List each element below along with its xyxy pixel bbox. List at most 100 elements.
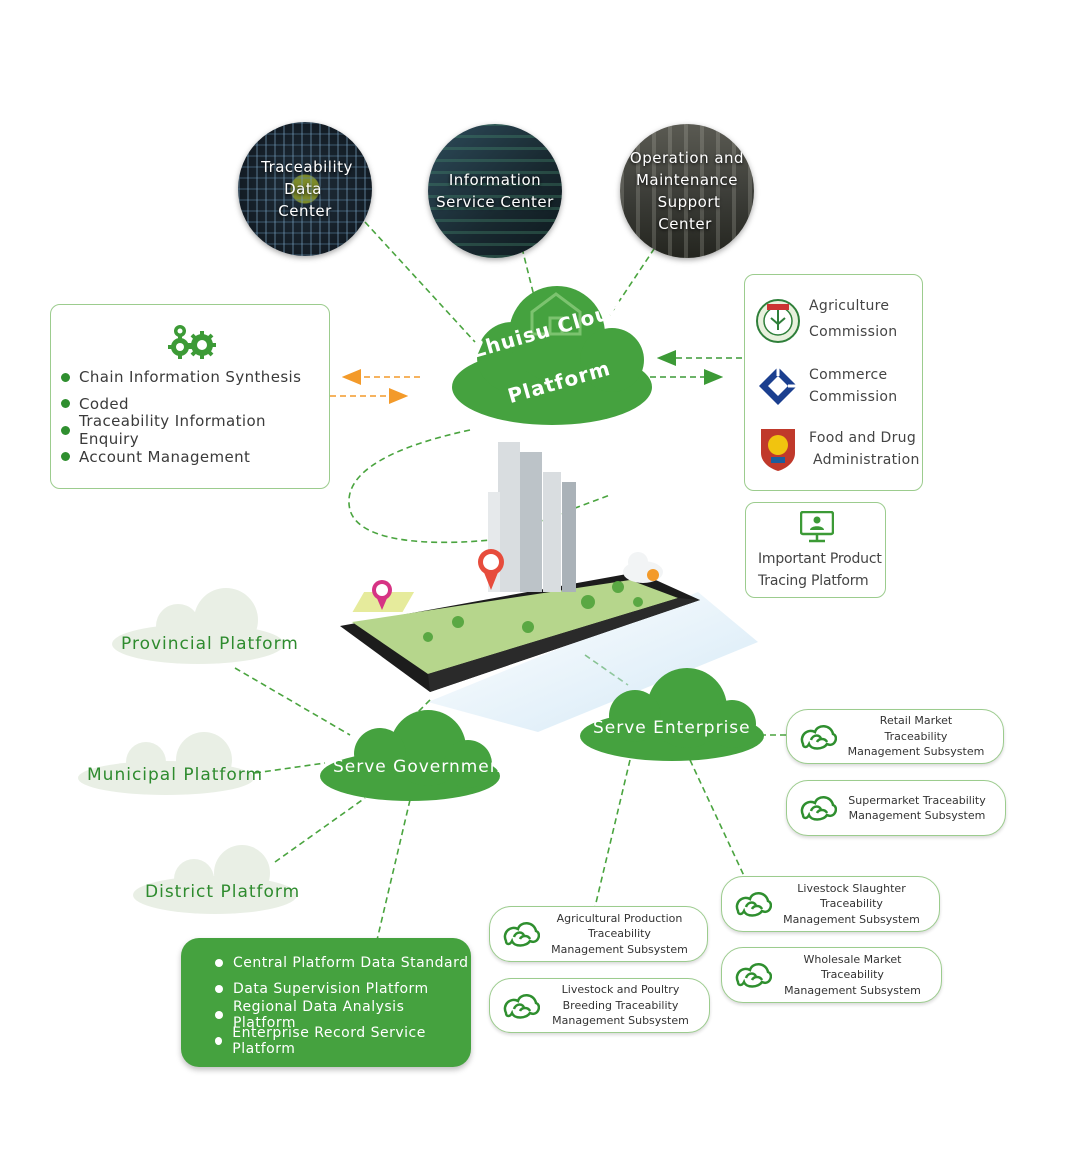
feature-label: Coded — [79, 394, 129, 413]
data-center-label-1: Traceability Data — [261, 158, 353, 198]
commission-label-2: Commission — [809, 324, 898, 340]
tracing-label-2: Tracing Platform — [758, 573, 869, 589]
commission-label-2: Administration — [813, 452, 920, 468]
link-info-center — [521, 247, 536, 301]
subsystem-label: Management Subsystem — [783, 912, 920, 926]
subsystem-label: Traceability — [588, 927, 651, 941]
subsystem-label: Retail Market — [879, 714, 953, 728]
link-om-center — [609, 239, 661, 316]
bullet — [215, 1011, 223, 1019]
subsystem-label: Management Subsystem — [784, 983, 921, 997]
gov-service-item: Enterprise Record Service Platform — [215, 1025, 471, 1057]
link-agri — [594, 759, 631, 908]
link-provincial — [234, 667, 351, 736]
gov-service-item: Regional Data Analysis Platform — [215, 999, 471, 1031]
data-center-label-2: Center — [278, 202, 332, 220]
cloud-logo-icon — [800, 724, 837, 750]
link-gov-services — [376, 799, 411, 941]
link-municipal — [254, 762, 326, 774]
commission-label-1: Agriculture — [809, 298, 890, 314]
gov-service-label: Regional Data Analysis Platform — [232, 999, 405, 1031]
subsystem-label: Traceability — [884, 729, 948, 743]
subsystem-label: Management Subsystem — [552, 1014, 689, 1028]
municipal-platform-label: Municipal Platform — [87, 765, 264, 785]
bullet — [215, 1037, 223, 1045]
smart-city-phone-illustration — [340, 442, 758, 732]
bullet — [61, 399, 70, 409]
district-platform-label: District Platform — [145, 882, 301, 902]
feature-label: Traceability Information Enquiry — [79, 412, 266, 449]
commission-label-1: Commerce — [809, 367, 888, 383]
feature-item: Traceability Information Enquiry — [61, 412, 329, 448]
cloud-logo-icon — [800, 796, 837, 821]
serve-enterprise-label: Serve Enterprise — [593, 718, 751, 738]
home-icon — [530, 292, 582, 336]
subsystem-label: Supermarket Traceability — [848, 793, 986, 807]
link-district — [274, 797, 366, 863]
serve-government-label: Serve Government — [333, 757, 510, 777]
serve-government-cloud — [320, 710, 500, 801]
agriculture-emblem-icon — [756, 299, 800, 343]
bullet — [61, 372, 70, 382]
subsystem-label: Livestock Slaughter — [797, 881, 906, 895]
bullet — [61, 452, 70, 462]
gov-service-label: Data Supervision Platform — [233, 981, 429, 997]
subsystem-label: Agricultural Production — [556, 911, 683, 925]
bullet — [215, 985, 223, 993]
municipal-cloud — [78, 732, 254, 795]
subsystem-label: Management Subsystem — [551, 942, 688, 956]
wifi-cloud-icon — [623, 552, 663, 583]
feature-item: Account Management — [61, 444, 329, 471]
gov-service-label: Enterprise Record Service Platform — [232, 1025, 426, 1057]
gears-icon — [166, 323, 218, 363]
features-box: Chain Information Synthesis Coded Tracea… — [50, 304, 330, 489]
subsystem-label: Traceability — [820, 897, 883, 911]
cloud-logo-icon — [503, 993, 540, 1019]
subsystem-label: Livestock and Poultry — [561, 983, 680, 997]
fda-emblem-icon — [761, 429, 795, 471]
feature-label: Account Management — [79, 447, 251, 466]
subsystem-label: Wholesale Market — [803, 952, 902, 966]
food-pin-icon — [372, 580, 392, 610]
provincial-platform-label: Provincial Platform — [121, 634, 299, 654]
cloud-logo-icon — [735, 892, 772, 917]
link-slaughter — [689, 759, 746, 879]
district-cloud — [133, 845, 297, 914]
bullet — [215, 959, 223, 967]
om-center-label-2: Maintenance — [635, 171, 739, 189]
cart-pin-icon — [478, 549, 504, 590]
government-services-box: Central Platform Data Standard Data Supe… — [181, 938, 471, 1067]
om-center-label-3: Support Center — [657, 193, 721, 233]
commerce-emblem-icon — [759, 367, 797, 405]
gov-service-item: Data Supervision Platform — [215, 976, 471, 1002]
gov-service-item: Central Platform Data Standard — [215, 950, 471, 976]
commission-label-1: Food and Drug — [809, 430, 917, 446]
platform-cloud — [452, 286, 652, 425]
subsystem-label: Management Subsystem — [847, 745, 985, 759]
serve-enterprise-cloud — [580, 668, 764, 761]
cloud-logo-icon — [503, 922, 540, 947]
subsystem-label: Breeding Traceability — [562, 998, 679, 1012]
om-center-label-1: Operation and — [629, 149, 745, 167]
link-loop — [348, 429, 491, 544]
commission-label-2: Commission — [809, 389, 898, 405]
link-data-center — [364, 221, 476, 343]
subsystem-label: Management Subsystem — [848, 809, 986, 822]
phone-screen — [352, 580, 678, 674]
tracing-label-1: Important Product — [758, 551, 882, 567]
info-center-label-1: Information — [448, 171, 542, 189]
link-phone-gov — [404, 699, 431, 726]
